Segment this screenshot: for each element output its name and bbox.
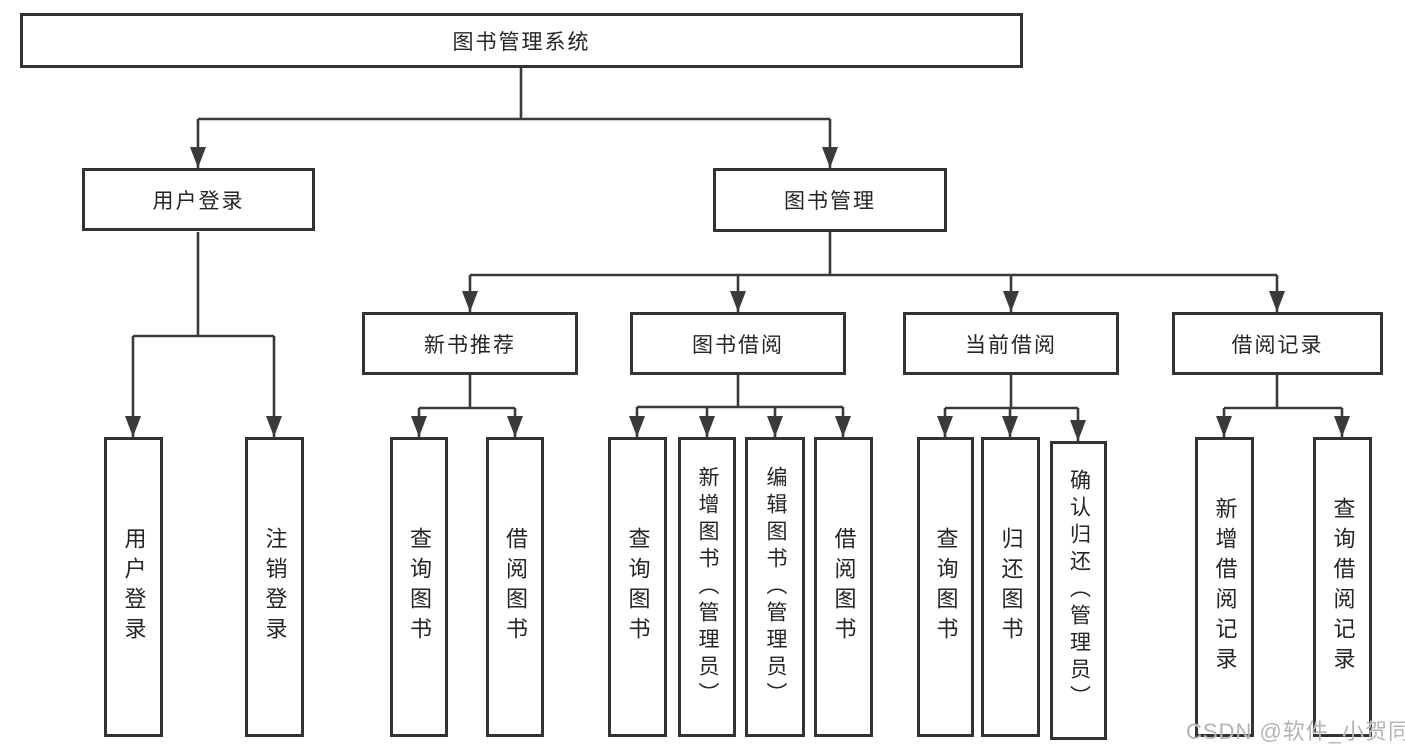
leaf-borrow-books: 借阅图书 <box>814 437 873 737</box>
node-label: 查询图书 <box>407 527 432 647</box>
node-library-management-system: 图书管理系统 <box>20 13 1023 68</box>
node-borrowing-records: 借阅记录 <box>1172 312 1383 375</box>
leaf-logout: 注销登录 <box>245 437 304 737</box>
node-label: 新增借阅记录 <box>1212 497 1238 677</box>
node-new-book-recommendation: 新书推荐 <box>362 312 578 375</box>
node-label: 借阅记录 <box>1231 333 1324 357</box>
node-label: 用户登录 <box>121 527 147 647</box>
leaf-user-login: 用户登录 <box>104 437 163 737</box>
node-label: 确认归还（管理员） <box>1067 469 1091 712</box>
node-book-borrowing: 图书借阅 <box>630 312 846 375</box>
node-current-borrowing: 当前借阅 <box>903 312 1119 375</box>
node-book-management: 图书管理 <box>713 168 947 232</box>
node-label: 当前借阅 <box>965 333 1057 357</box>
node-label: 图书借阅 <box>692 333 784 357</box>
leaf-confirm-return-admin: 确认归还（管理员） <box>1050 441 1107 740</box>
node-label: 编辑图书（管理员） <box>764 465 787 709</box>
leaf-query-books-current: 查询图书 <box>917 437 974 737</box>
node-label: 归还图书 <box>998 527 1024 647</box>
node-label: 图书管理 <box>784 190 876 213</box>
leaf-query-books-recommend: 查询图书 <box>390 437 448 737</box>
node-label: 注销登录 <box>262 527 288 647</box>
node-label: 用户登录 <box>152 189 245 213</box>
leaf-add-borrow-record: 新增借阅记录 <box>1195 437 1254 737</box>
node-label: 借阅图书 <box>831 527 857 647</box>
arrowheads <box>125 147 1350 441</box>
leaf-borrow-books-recommend: 借阅图书 <box>486 437 544 737</box>
node-label: 新书推荐 <box>424 333 516 357</box>
node-label: 查询图书 <box>933 527 959 647</box>
node-label: 新增图书（管理员） <box>696 465 719 709</box>
leaf-query-borrow-record: 查询借阅记录 <box>1313 437 1372 737</box>
csdn-watermark: CSDN @软件_小贺同学 <box>1186 719 1405 744</box>
leaf-edit-books-admin: 编辑图书（管理员） <box>745 437 805 737</box>
node-label: 查询图书 <box>625 527 651 647</box>
node-label: 借阅图书 <box>503 527 528 647</box>
leaf-query-books-borrow: 查询图书 <box>608 437 667 737</box>
node-user-login: 用户登录 <box>82 168 315 231</box>
leaf-add-books-admin: 新增图书（管理员） <box>678 437 736 737</box>
leaf-return-books: 归还图书 <box>981 437 1040 737</box>
node-label: 图书管理系统 <box>452 30 591 54</box>
node-label: 查询借阅记录 <box>1330 497 1356 677</box>
tree-edge-lines <box>131 68 1344 441</box>
